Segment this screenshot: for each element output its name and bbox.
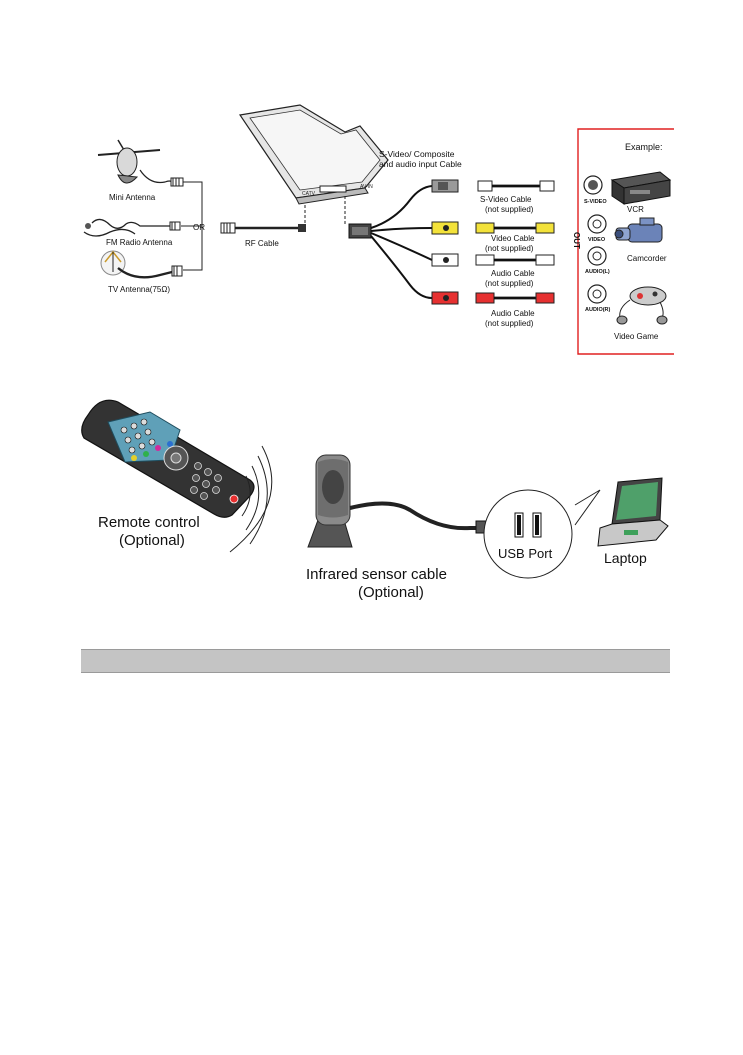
example-box: Example: OUT S-VIDEO VIDEO AUDIO(L) AUDI… <box>572 128 674 355</box>
usb-port-icon <box>514 512 542 538</box>
svg-text:AV-IN: AV-IN <box>360 184 373 190</box>
cable-audio-r-name: Audio Cable <box>491 309 535 318</box>
mini-antenna-label: Mini Antenna <box>109 193 156 202</box>
tv-antenna-icon <box>100 250 183 279</box>
port-video-label: VIDEO <box>588 237 606 243</box>
device-vcr-label: VCR <box>627 205 644 214</box>
cable-video-note: (not supplied) <box>485 244 534 253</box>
input-cable-label-line2: and audio input Cable <box>379 159 462 169</box>
audio-cable-r-icon <box>475 292 555 304</box>
mini-antenna-icon <box>97 139 184 187</box>
example-title: Example: <box>625 142 663 152</box>
rf-cable-label: RF Cable <box>245 239 279 248</box>
remote-label-line2: (Optional) <box>119 532 185 549</box>
fm-antenna-icon <box>83 218 181 237</box>
input-cable-label-line1: S-Video/ Composite <box>379 149 455 159</box>
cable-svideo-name: S-Video Cable <box>480 195 532 204</box>
audio-cable-l-icon <box>475 254 555 266</box>
sensor-label-line1: Infrared sensor cable <box>306 566 447 583</box>
camcorder-icon <box>614 217 663 243</box>
or-label: OR <box>193 223 205 232</box>
sensor-label-line2: (Optional) <box>358 584 424 601</box>
remote-label-line1: Remote control <box>98 514 200 531</box>
tv-antenna-label: TV Antenna(75Ω) <box>108 285 170 294</box>
rf-cable-icon <box>220 190 306 234</box>
port-audio-l-label: AUDIO(L) <box>585 269 610 275</box>
audio-r-port-icon <box>587 284 607 304</box>
svideo-plug-icon <box>431 179 459 193</box>
connection-diagram: Mini Antenna FM Radio Antenna OR TV Ante… <box>83 104 674 355</box>
svideo-port-icon <box>583 175 603 195</box>
usb-port-label: USB Port <box>498 546 553 561</box>
section-header-text <box>81 650 670 656</box>
breakout-connector-icon <box>348 185 433 299</box>
cable-audio-l-note: (not supplied) <box>485 279 534 288</box>
video-plug-icon <box>431 221 459 235</box>
device-camcorder-label: Camcorder <box>627 254 667 263</box>
remote-control-icon <box>81 399 255 518</box>
tv-card-icon: CATV AV-IN <box>238 104 389 205</box>
usb-port-callout <box>483 489 601 579</box>
remote-diagram: Remote control (Optional) Infrared senso… <box>81 399 669 601</box>
cable-audio-r-note: (not supplied) <box>485 319 534 328</box>
out-label: OUT <box>572 232 581 249</box>
fm-antenna-label: FM Radio Antenna <box>106 238 173 247</box>
cable-audio-l-name: Audio Cable <box>491 269 535 278</box>
cable-svideo-note: (not supplied) <box>485 205 534 214</box>
sensor-cable-icon <box>349 501 478 531</box>
laptop-label: Laptop <box>604 550 647 566</box>
laptop-icon <box>597 477 669 547</box>
section-header-bar <box>81 649 670 673</box>
svg-text:CATV: CATV <box>302 191 316 197</box>
vcr-icon <box>610 171 672 205</box>
audio-l-plug-icon <box>431 253 459 267</box>
ir-signal-icon <box>229 445 273 553</box>
cable-video-name: Video Cable <box>491 234 535 243</box>
video-port-icon <box>587 214 607 234</box>
device-video-game-label: Video Game <box>614 332 659 341</box>
video-cable-icon <box>475 222 555 234</box>
port-audio-r-label: AUDIO(R) <box>585 307 611 313</box>
audio-r-plug-icon <box>431 291 459 305</box>
port-svideo-label: S-VIDEO <box>584 199 607 205</box>
ir-sensor-icon <box>307 454 353 548</box>
svideo-cable-icon <box>477 180 555 192</box>
video-game-icon <box>616 286 668 325</box>
audio-l-port-icon <box>587 246 607 266</box>
